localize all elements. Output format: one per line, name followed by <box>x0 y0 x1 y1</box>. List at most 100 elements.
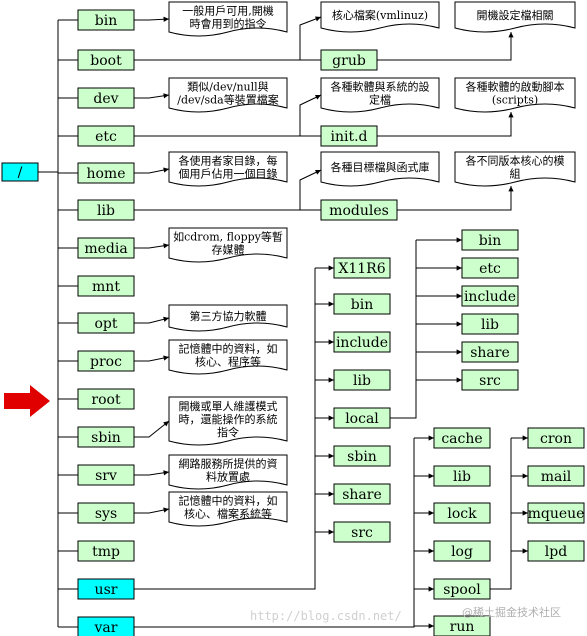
dir-box-bin: bin <box>77 9 135 31</box>
dir-box-var-lib-frame <box>433 465 491 487</box>
dir-box-var-run-label: run <box>450 619 475 635</box>
dir-box-usr-local-label: local <box>345 411 379 427</box>
arrow-head-icon <box>328 339 334 345</box>
note-srv-line: 網路服務所提供的資 <box>179 457 278 471</box>
note-pointer-dev <box>134 94 170 99</box>
note-initd-frame <box>454 77 576 113</box>
dir-box-initd-label: init.d <box>330 129 367 145</box>
dir-box-proc-label: proc <box>90 354 122 370</box>
note-proc-frame <box>168 339 288 375</box>
note-dev-frame <box>168 77 288 113</box>
dir-box-usr-include: include <box>333 331 391 353</box>
dir-box-var: var <box>77 616 135 636</box>
dir-box-usr-share: share <box>333 483 391 505</box>
spool-branch-line <box>490 438 512 590</box>
dir-box-srv-label: srv <box>95 468 117 484</box>
note-initd-line: (scripts) <box>492 94 538 107</box>
dir-box-local-share: share <box>461 341 519 363</box>
dir-box-local-bin-label: bin <box>479 233 501 249</box>
dir-box-var-label: var <box>94 620 118 636</box>
note-dev-line: 類似/dev/null與 <box>187 80 268 94</box>
dir-box-usr-sbin-label: sbin <box>347 449 377 465</box>
arrow-head-icon <box>428 623 434 629</box>
dir-box-lib-label: lib <box>97 203 115 219</box>
dir-box-usr-lib: lib <box>333 369 391 391</box>
note-dev-line: /dev/sda等裝置檔案 <box>177 93 278 107</box>
note-sbin-line: 開機或單人維護模式 <box>179 399 278 413</box>
dir-box-bin-label: bin <box>95 13 117 29</box>
dir-box-srv-frame <box>77 464 135 486</box>
note-bin-line: 一般用戶可用,開機 <box>182 4 274 18</box>
note-home-line: 各使用者家目錄，每 <box>179 154 278 168</box>
dir-box-local-etc-label: etc <box>479 261 501 277</box>
dir-box-etc: etc <box>77 125 135 147</box>
note-bin-frame <box>168 1 288 37</box>
dir-box-grub-frame <box>320 49 378 71</box>
usr-branch-line <box>134 268 316 590</box>
watermark-logo: @稀土掘金技术社区 <box>462 605 561 619</box>
dir-box-initd-frame <box>320 125 378 147</box>
note-opt: 第三方協力軟體 <box>168 304 288 332</box>
note-sys-frame <box>168 491 288 527</box>
dir-box-usr-bin-frame <box>333 293 391 315</box>
dir-box-local-lib-label: lib <box>481 317 499 333</box>
dir-box-sbin: sbin <box>77 426 135 448</box>
var-branch-line <box>134 438 415 628</box>
dir-box-local-lib-frame <box>461 313 519 335</box>
note-opt-frame <box>168 304 288 332</box>
note-boot: 核心檔案(vmlinuz) <box>320 1 440 33</box>
dir-box-etc-label: etc <box>95 129 117 145</box>
note-pointer-proc <box>134 356 170 362</box>
arrow-head-icon <box>163 507 169 513</box>
dir-box-modules-label: modules <box>329 203 389 219</box>
arrow-head-icon <box>163 355 169 361</box>
dir-box-usr-bin: bin <box>333 293 391 315</box>
dir-box-tmp: tmp <box>77 540 135 562</box>
root-dir-box: / <box>1 162 39 182</box>
dir-box-usr-frame <box>77 578 135 600</box>
dir-box-var-log-label: log <box>451 544 473 560</box>
note-sbin-line: 指令 <box>217 425 239 439</box>
dir-box-usr-lib-label: lib <box>353 373 371 389</box>
dir-box-mnt-frame <box>77 275 135 297</box>
dir-box-var-frame <box>77 616 135 636</box>
arrow-head-icon <box>163 16 169 22</box>
arrow-head-icon <box>315 94 321 100</box>
dir-box-root-frame <box>77 388 135 410</box>
note-media-line: 如cdrom, floppy等暫 <box>173 230 283 244</box>
note-pointer-srv <box>134 471 170 476</box>
dir-box-local-include: include <box>461 285 519 307</box>
arrow-head-icon <box>428 510 434 516</box>
note-pointer-home <box>134 168 170 174</box>
note-dev: 類似/dev/null與/dev/sda等裝置檔案 <box>168 77 288 113</box>
note-pointer-sys <box>134 508 170 514</box>
arrow-head-icon <box>456 321 462 327</box>
dir-box-spool-mqueue: mqueue <box>527 502 585 524</box>
dir-box-spool-cron-label: cron <box>540 431 572 447</box>
dir-box-local-include-frame <box>461 285 519 307</box>
dir-box-dev: dev <box>77 87 135 109</box>
arrow-head-icon <box>428 435 434 441</box>
dir-box-local-src: src <box>461 369 519 391</box>
dir-box-usr-lib-frame <box>333 369 391 391</box>
dir-box-opt: opt <box>77 312 135 334</box>
dir-box-home-label: home <box>86 166 125 182</box>
note-home-line: 個用戶佔用一個目錄 <box>179 167 278 181</box>
arrow-head-icon <box>428 548 434 554</box>
dir-box-dev-frame <box>77 87 135 109</box>
dir-box-root-label: root <box>91 392 121 408</box>
decorations: http://blog.csdn.net/@稀土掘金技术社区 <box>4 385 561 623</box>
note-etc-frame <box>320 77 440 113</box>
dir-box-dev-label: dev <box>93 91 118 107</box>
dir-box-usr-bin-label: bin <box>351 297 373 313</box>
dir-box-sys-label: sys <box>95 506 117 522</box>
dir-box-initd: init.d <box>320 125 378 147</box>
dir-box-var-spool: spool <box>433 578 491 600</box>
dir-box-var-log-frame <box>433 540 491 562</box>
dir-box-local-etc: etc <box>461 257 519 279</box>
dir-box-opt-frame <box>77 312 135 334</box>
dir-box-spool-lpd: lpd <box>527 540 585 562</box>
boot-note-pointer <box>299 16 322 60</box>
root-dir-box-frame <box>1 162 39 182</box>
